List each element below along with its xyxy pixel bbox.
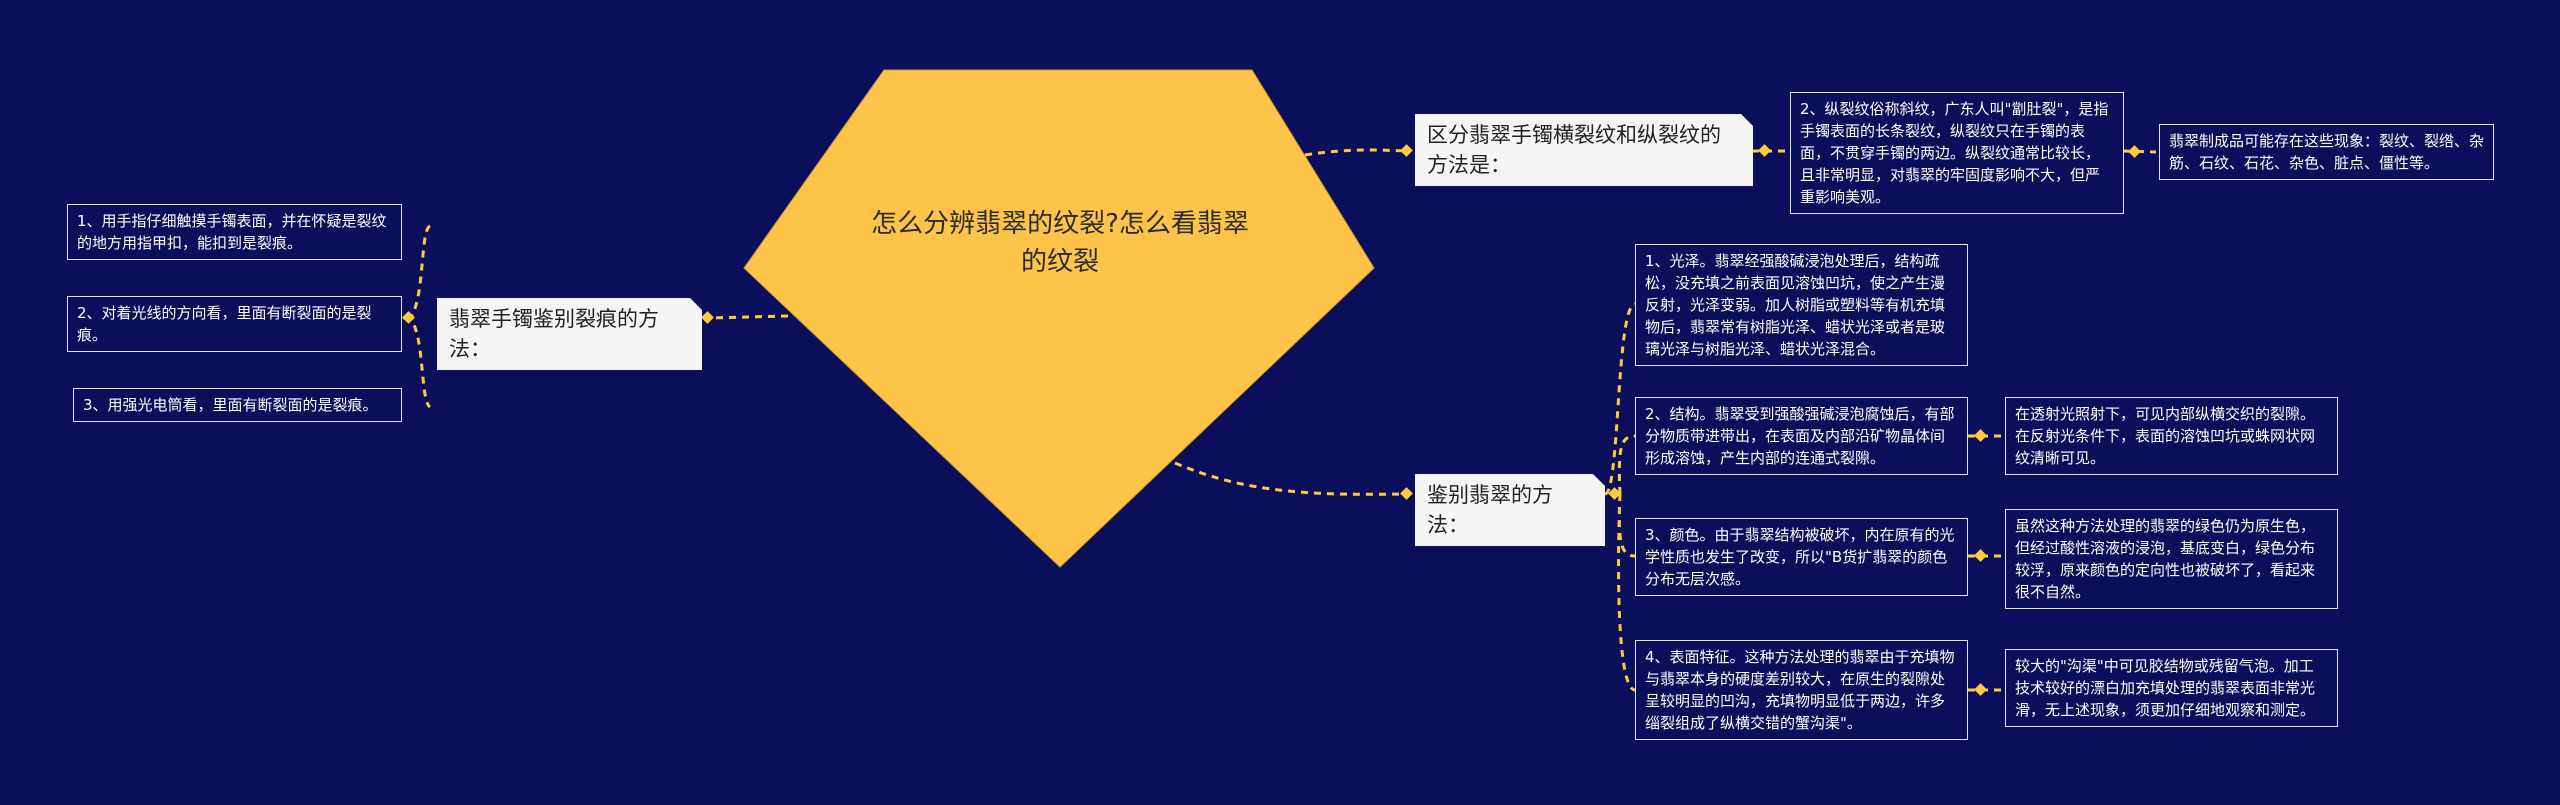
central-title: 怎么分辨翡翠的纹裂?怎么看翡翠的纹裂: [871, 209, 1249, 277]
left-item-2: 2、对着光线的方向看，里面有断裂面的是裂痕。: [67, 296, 402, 352]
link-central-right-bottom: [1174, 461, 1409, 496]
left-item-1: 1、用手指仔细触摸手镯表面，并在怀疑是裂纹的地方用指甲扣，能扣到是裂痕。: [67, 204, 402, 260]
right-top-item: 2、纵裂纹俗称斜纹，广东人叫"劏肚裂"，是指手镯表面的长条裂纹，纵裂纹只在手镯的…: [1790, 92, 2124, 214]
method-2-sub: 在透射光照射下，可见内部纵横交织的裂隙。在反射光条件下，表面的溶蚀凹坑或蛛网状网…: [2005, 397, 2338, 475]
link-central-left: [709, 314, 789, 320]
right-top-branch-node: 区分翡翠手镯横裂纹和纵裂纹的方法是：: [1415, 114, 1753, 186]
method-1-item: 1、光泽。翡翠经强酸碱浸泡处理后，结构疏松，没充填之前表面见溶蚀凹坑，使之产生漫…: [1635, 244, 1968, 366]
method-3-sub: 虽然这种方法处理的翡翠的绿色仍为原生色，但经过酸性溶液的浸泡，基底变白，绿色分布…: [2005, 509, 2338, 609]
left-item-3: 3、用强光电筒看，里面有断裂面的是裂痕。: [73, 388, 402, 422]
link-rb-items: [1603, 302, 1636, 692]
link-central-right-top: [1304, 148, 1409, 157]
left-branch-node: 翡翠手镯鉴别裂痕的方法：: [437, 298, 702, 370]
method-4-item: 4、表面特征。这种方法处理的翡翠由于充填物与翡翠本身的硬度差别较大，在原生的裂隙…: [1635, 640, 1968, 740]
right-top-sub: 翡翠制成品可能存在这些现象：裂纹、裂绺、杂筋、石纹、石花、杂色、脏点、僵性等。: [2159, 124, 2494, 180]
method-2-item: 2、结构。翡翠受到强酸强碱浸泡腐蚀后，有部分物质带进带出，在表面及内部沿矿物晶体…: [1635, 397, 1968, 475]
method-4-sub: 较大的"沟渠"中可见胶结物或残留气泡。加工技术较好的漂白加充填处理的翡翠表面非常…: [2005, 649, 2338, 727]
right-bottom-branch-node: 鉴别翡翠的方法：: [1415, 474, 1605, 546]
method-3-item: 3、颜色。由于翡翠结构被破坏，内在原有的光学性质也发生了改变，所以"B货扩翡翠的…: [1635, 518, 1968, 596]
central-node-shape: [743, 69, 1375, 568]
